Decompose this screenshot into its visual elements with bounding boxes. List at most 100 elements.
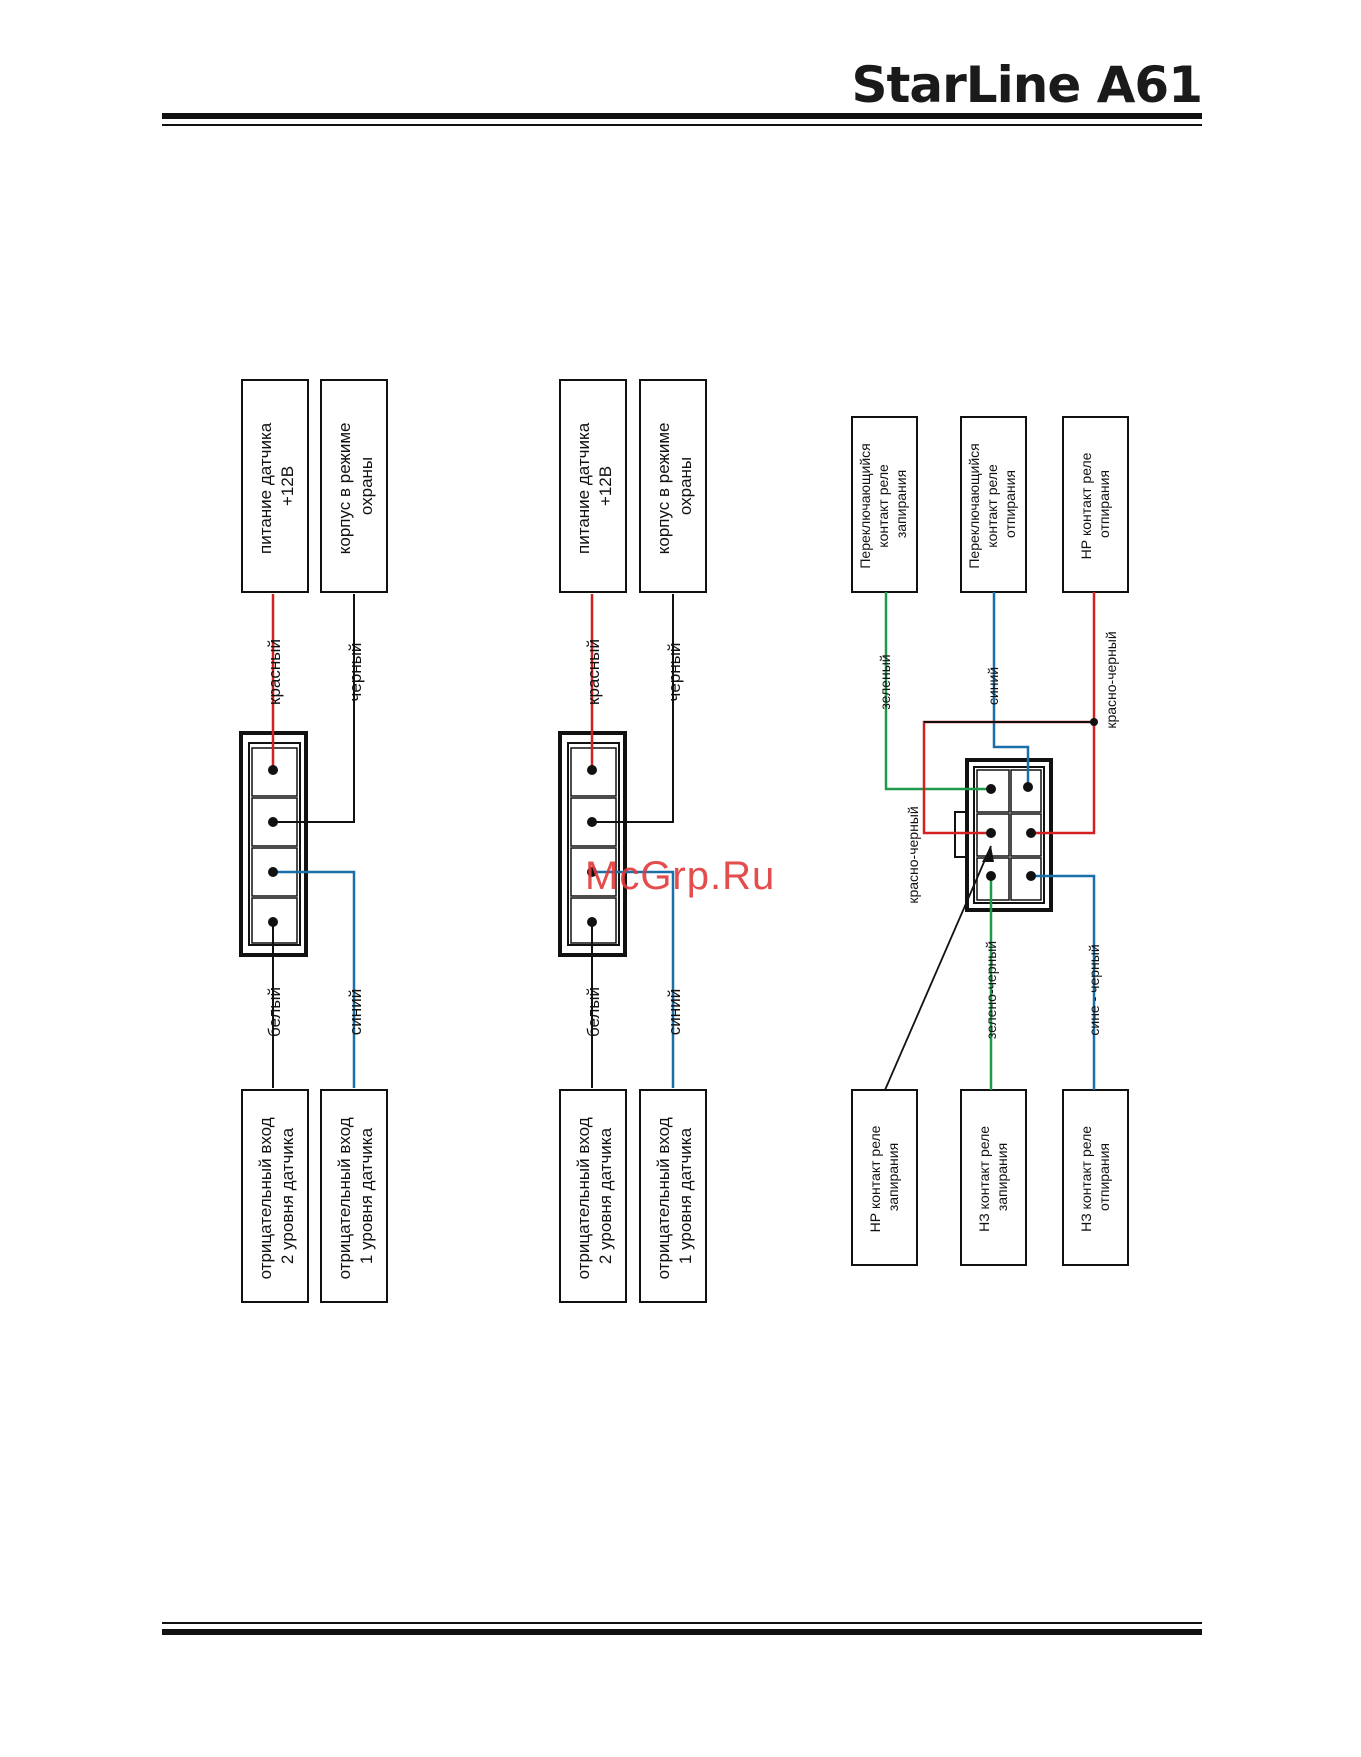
wire-label-blue: синий [985,667,1001,705]
box-ground-armed [320,379,388,593]
wire-leader-no-lock [884,845,992,1091]
connector-inner [567,742,620,946]
header-rule-thick [162,113,1202,119]
power-label-line1: питание датчика [256,422,275,554]
pin [587,867,597,877]
svg-text:отрицательный вход 2 уро: отрицательный вход 2 уровня датчика [574,1113,615,1280]
wire-label-red: красный [584,639,603,705]
wire-label-blue: синий [346,989,365,1035]
relay-cell [1010,769,1042,813]
input2-label-line1: отрицательный вход [574,1117,593,1279]
wire-label-black: черный [665,643,684,702]
relay-pin [1026,828,1036,838]
pin [587,917,597,927]
svg-text:НР контакт реле отпирани: НР контакт реле отпирания [1078,449,1112,560]
svg-text:отрицательный вход 1 уро: отрицательный вход 1 уровня датчика [335,1113,376,1280]
footer-rule-thin [162,1622,1202,1624]
box-nc-contact-lock [960,1089,1027,1266]
relay-pin [986,828,996,838]
pin [268,817,278,827]
relay-pin [986,871,996,881]
wire-red-black-right [1031,592,1096,835]
switch-lock-line3: запирания [893,470,909,538]
wire-green [884,592,991,791]
header-rule-thin [162,124,1202,126]
box-switch-contact-lock [851,416,918,593]
wire-blue [592,870,675,1088]
svg-text:Переключающийся контакт: Переключающийся контакт реле отпирания [966,439,1018,568]
svg-text:НЗ контакт реле отпирани: НЗ контакт реле отпирания [1078,1122,1112,1232]
wire-label-blue-black: сине - черный [1086,944,1102,1035]
wire-label-green-black: зелено-черный [983,941,999,1039]
no-lock-line1: НР контакт реле [867,1125,883,1232]
box-input-level1 [320,1089,388,1303]
pin [268,867,278,877]
wire-blue [273,870,356,1088]
switch-lock-line2: контакт реле [875,464,891,548]
box-sensor-power [559,379,627,593]
input1-label-line2: 1 уровня датчика [676,1127,695,1264]
switch-unlock-line3: отпирания [1002,470,1018,538]
wire-blue-black [1031,874,1096,1090]
nc-lock-line2: запирания [994,1143,1010,1211]
wire-blue [992,592,1030,787]
relay-cell [1010,857,1042,901]
ground-label-line1: корпус в режиме [335,422,354,554]
relay-pin [1026,871,1036,881]
nc-lock-line1: НЗ контакт реле [976,1126,992,1232]
brand-title: StarLine A61 [851,56,1204,114]
wire-label-white: белый [584,987,603,1037]
wire-label-black: черный [346,643,365,702]
svg-text:корпус в режиме охраны: корпус в режиме охраны [335,418,376,555]
switch-unlock-line2: контакт реле [984,464,1000,548]
box-input-level2 [241,1089,309,1303]
svg-text:НЗ контакт реле запирани: НЗ контакт реле запирания [976,1122,1010,1232]
relay-diagram-right: Переключающийся контакт реле запирания П… [851,416,1129,1266]
svg-text:питание датчика +12В: питание датчика +12В [574,418,615,554]
wire-black [273,718,355,823]
box-nc-contact-unlock [1062,1089,1129,1266]
input2-label-line2: 2 уровня датчика [596,1127,615,1264]
switch-lock-line1: Переключающийся [857,443,873,568]
footer-rule-thick [162,1629,1202,1635]
relay-connector-inner [973,766,1045,904]
relay-pin [986,784,996,794]
nc-unlock-line1: НЗ контакт реле [1078,1126,1094,1232]
input1-label-line1: отрицательный вход [654,1117,673,1279]
connector-cell [570,897,617,944]
ground-label-line2: охраны [357,457,376,515]
power-label-line2: +12В [596,466,615,506]
input2-label-line1: отрицательный вход [256,1117,275,1279]
leader-arrow [982,846,994,862]
svg-text:Переключающийся контакт: Переключающийся контакт реле запирания [857,439,909,568]
connector-cell [251,747,298,797]
box-no-contact-unlock [1062,416,1129,593]
box-input-level1 [639,1089,707,1303]
wire-label-green: зеленый [877,654,893,709]
svg-text:корпус в режиме охраны: корпус в режиме охраны [654,418,695,555]
box-switch-contact-unlock [960,416,1027,593]
wire-label-red-black-top: красно-черный [1103,631,1119,728]
pin [587,765,597,775]
power-label-line2: +12В [278,466,297,506]
connector-inner [248,742,301,946]
svg-text:отрицательный вход 2 уро: отрицательный вход 2 уровня датчика [256,1113,297,1280]
connector-cell [251,897,298,944]
box-ground-armed [639,379,707,593]
relay-connector-latch [954,811,968,858]
input2-label-line2: 2 уровня датчика [278,1127,297,1264]
ground-label-line2: охраны [676,457,695,515]
box-input-level2 [559,1089,627,1303]
relay-cell [976,769,1010,813]
box-no-contact-lock [851,1089,918,1266]
watermark: McGrp.Ru [585,854,776,898]
wire-label-red-black-left: красно-черный [905,806,921,903]
junction-dot [1090,718,1098,726]
sensor-diagram-left: питание датчика +12В корпус в режиме охр… [239,379,388,1303]
connector-cell [570,747,617,797]
relay-pin [1023,782,1033,792]
svg-text:отрицательный вход 1 уро: отрицательный вход 1 уровня датчика [654,1113,695,1280]
svg-text:НР контакт реле запирани: НР контакт реле запирания [867,1122,901,1233]
wire-label-blue: синий [665,989,684,1035]
